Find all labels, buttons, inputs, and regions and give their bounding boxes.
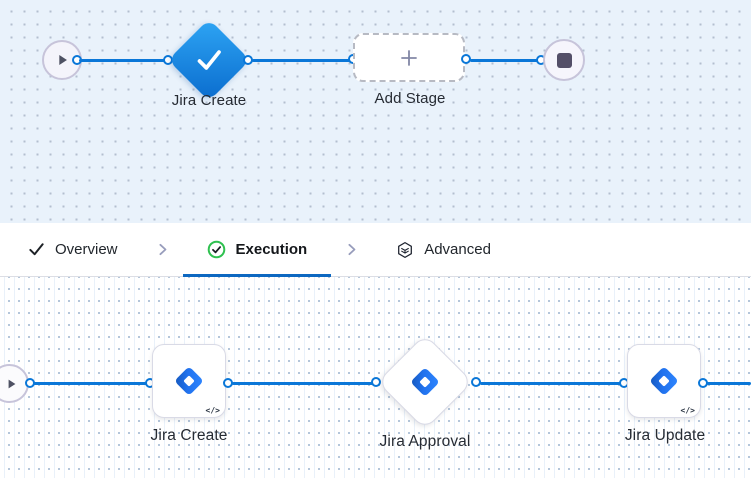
stage-config-tabbar: Overview Execution bbox=[0, 223, 751, 277]
pipeline-end-node[interactable] bbox=[543, 39, 585, 81]
step-label: Jira Approval bbox=[379, 433, 471, 450]
stage-label: Jira Create bbox=[171, 92, 247, 109]
chevron-right-icon bbox=[331, 241, 372, 258]
connector-line bbox=[79, 58, 168, 62]
step-node-jira-create[interactable]: </> bbox=[152, 344, 226, 418]
code-step-badge: </> bbox=[205, 406, 220, 415]
jira-icon bbox=[645, 362, 683, 400]
stage-node-jira-create[interactable] bbox=[167, 18, 251, 102]
add-stage-button[interactable] bbox=[353, 33, 465, 82]
stop-icon bbox=[556, 52, 572, 68]
check-icon bbox=[28, 241, 45, 258]
add-stage-label: Add Stage bbox=[374, 90, 446, 107]
execution-steps-canvas[interactable]: </> </> Jir bbox=[0, 277, 751, 478]
step-label: Jira Create bbox=[150, 427, 228, 444]
connector-line bbox=[470, 58, 538, 62]
play-icon bbox=[53, 51, 71, 69]
play-icon bbox=[3, 376, 19, 392]
tab-label: Advanced bbox=[424, 241, 491, 258]
step-node-jira-update[interactable]: </> bbox=[627, 344, 701, 418]
stage-pipeline-canvas[interactable]: Jira Create Add Stage bbox=[0, 0, 751, 223]
tab-label: Overview bbox=[55, 241, 118, 258]
tab-execution[interactable]: Execution bbox=[182, 223, 332, 277]
tab-overview[interactable]: Overview bbox=[4, 223, 142, 276]
plus-icon bbox=[399, 48, 419, 68]
jira-icon bbox=[406, 363, 444, 401]
connector-line bbox=[33, 381, 147, 385]
tab-label: Execution bbox=[235, 241, 308, 258]
connector-point[interactable] bbox=[371, 377, 381, 387]
check-circle-icon bbox=[207, 240, 226, 259]
code-step-badge: </> bbox=[680, 406, 695, 415]
step-node-jira-approval[interactable] bbox=[376, 333, 474, 431]
step-label: Jira Update bbox=[624, 427, 706, 444]
tab-advanced[interactable]: Advanced bbox=[372, 223, 515, 276]
connector-line bbox=[480, 381, 621, 385]
connector-line bbox=[232, 381, 373, 385]
chevron-right-icon bbox=[142, 241, 183, 258]
cube-icon bbox=[396, 241, 414, 259]
connector-line bbox=[252, 58, 351, 62]
connector-line bbox=[707, 381, 751, 385]
jira-icon bbox=[170, 362, 208, 400]
check-icon bbox=[188, 39, 230, 81]
